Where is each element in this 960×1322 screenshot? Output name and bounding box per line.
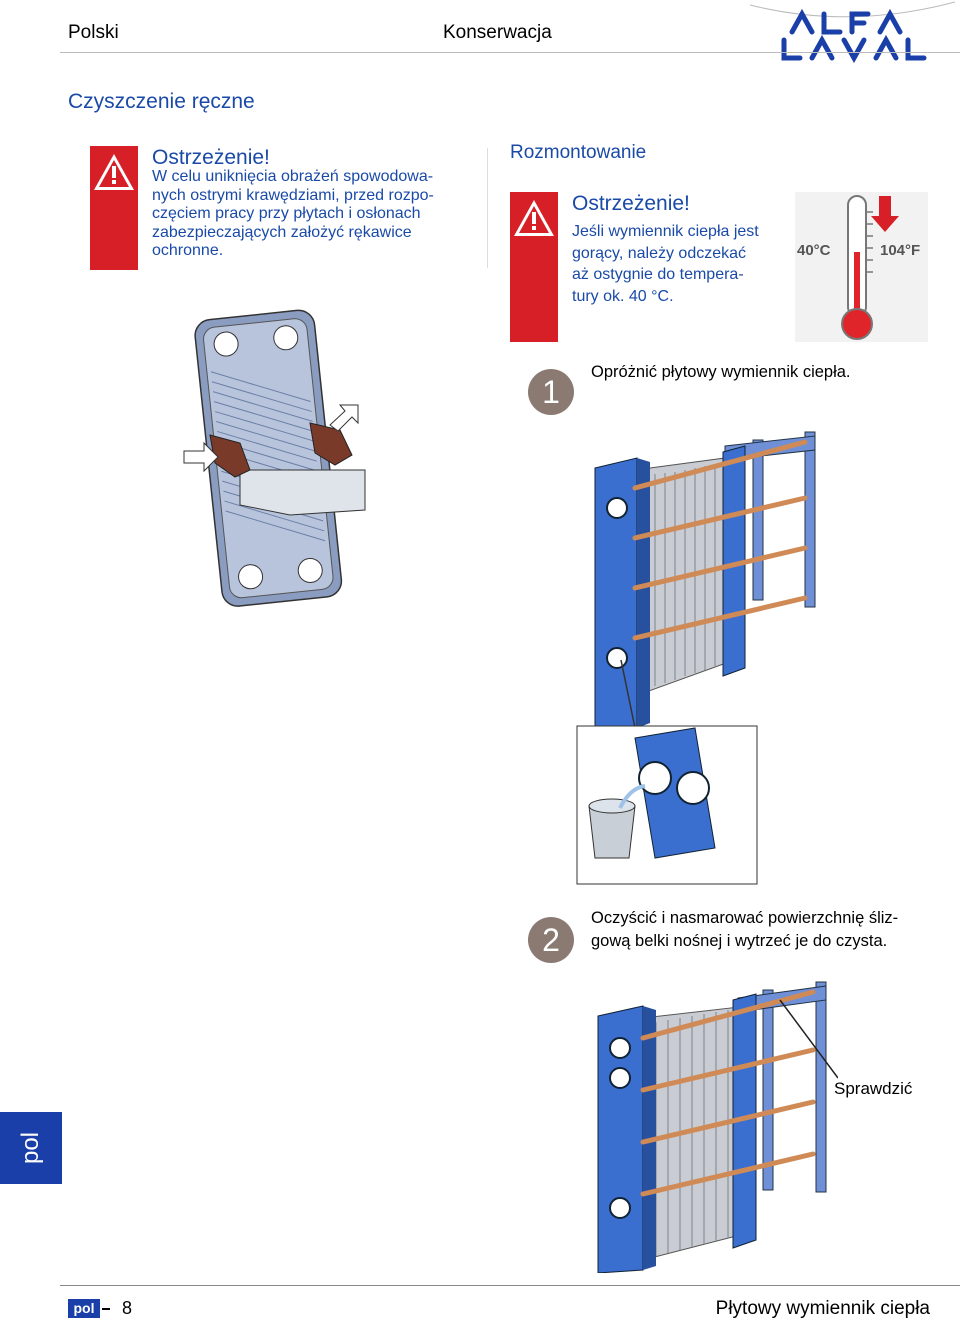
check-callout-label: Sprawdzić — [834, 1079, 913, 1098]
page-number: 8 — [122, 1298, 133, 1318]
step-2-text: Oczyścić i nasmarować powierzchnię śliz-… — [591, 909, 899, 950]
celsius-label: 40°C — [797, 242, 831, 259]
footer-rule — [60, 1285, 960, 1286]
disassembly-warning-text: Jeśli wymiennik ciepła jest gorący, nale… — [572, 223, 759, 305]
fahrenheit-label: 104°F — [880, 242, 921, 259]
language-side-tab: pol — [0, 1112, 62, 1184]
warning-title: Ostrzeżenie! — [152, 146, 270, 169]
warning-triangle-icon — [514, 200, 554, 236]
warning-bar — [510, 192, 558, 342]
warning-triangle-icon — [94, 154, 134, 190]
warning-bar — [90, 146, 138, 270]
divider — [487, 148, 488, 268]
alfa-laval-logo — [740, 0, 960, 70]
plate-handling-illustration — [180, 305, 380, 610]
step-2-badge: 2 — [528, 917, 574, 963]
header-rule — [60, 52, 960, 53]
heat-exchanger-guide-bar-illustration — [588, 978, 839, 1274]
step-1-badge: 1 — [528, 369, 574, 415]
heat-exchanger-drain-illustration — [575, 428, 830, 888]
disassembly-warning-title: Ostrzeżenie! — [572, 192, 690, 215]
footer-dash — [102, 1308, 110, 1310]
footer-document-title: Płytowy wymiennik ciepła — [715, 1298, 930, 1319]
warning-text: W celu uniknięcia obrażeń spowodowa- nyc… — [152, 168, 434, 259]
step-1-text: Opróżnić płytowy wymiennik ciepła. — [591, 363, 851, 381]
header-language: Polski — [68, 22, 119, 43]
section-title: Czyszczenie ręczne — [68, 90, 255, 113]
header-section: Konserwacja — [443, 22, 552, 43]
language-side-tab-label: pol — [17, 1131, 44, 1165]
disassembly-title: Rozmontowanie — [510, 142, 647, 163]
thermometer-illustration: 40°C 104°F — [795, 192, 928, 342]
footer-language-badge: pol — [68, 1299, 100, 1318]
